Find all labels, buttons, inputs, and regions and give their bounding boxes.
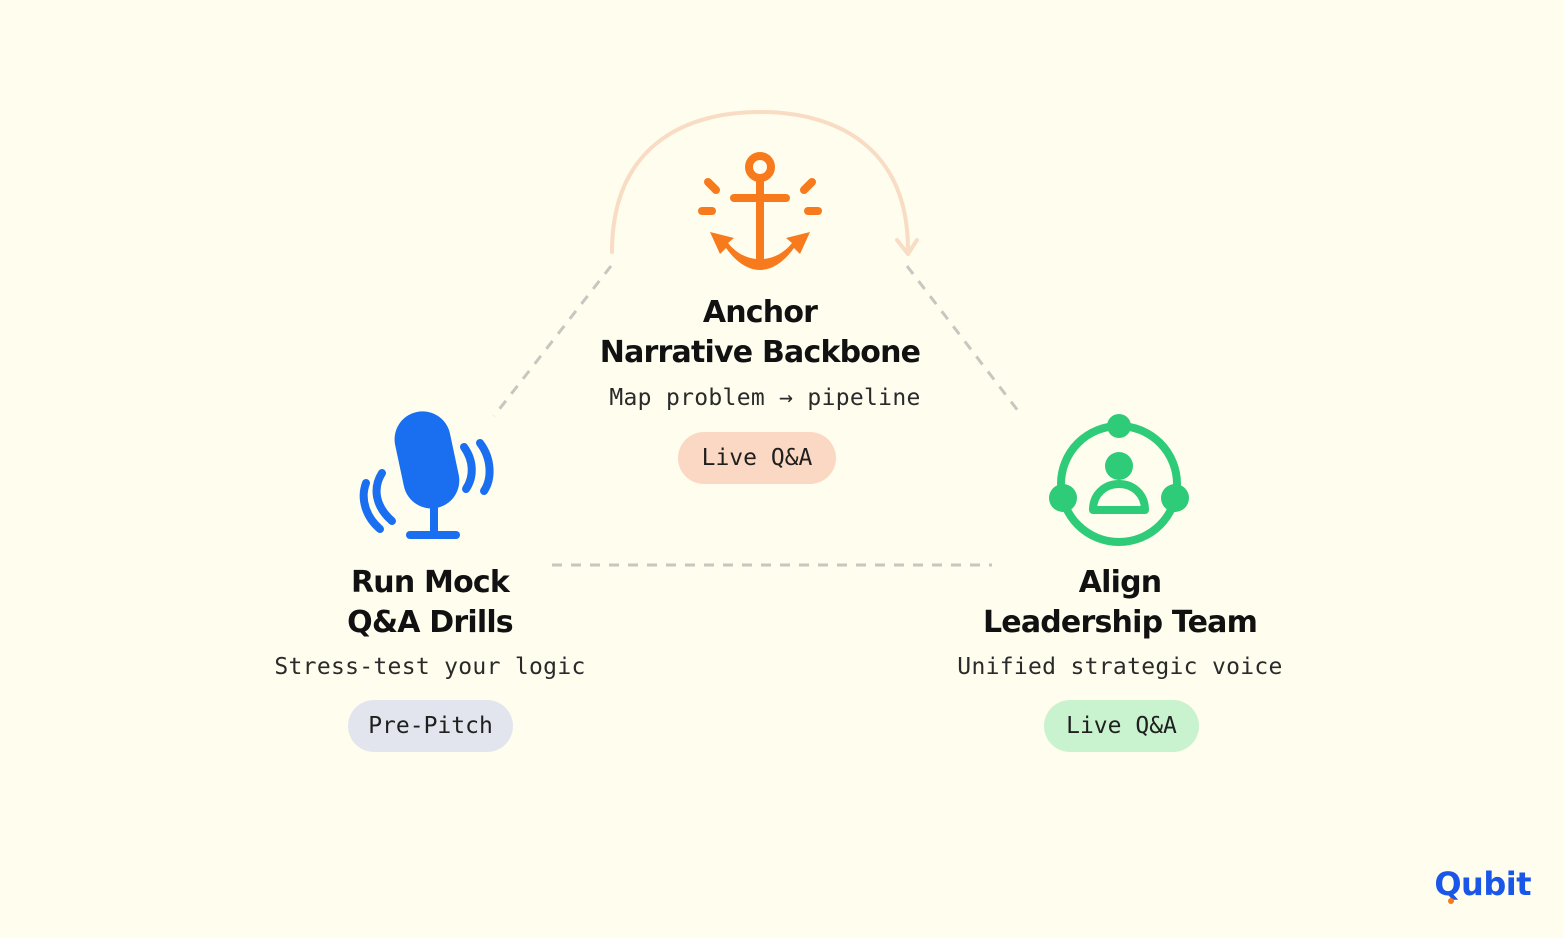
- qubit-logo: Qubit: [1434, 864, 1531, 904]
- anchor-icon: [690, 150, 830, 280]
- anchor-badge: Live Q&A: [678, 432, 836, 484]
- microphone-icon: [352, 405, 502, 545]
- mock-title: Run Mock Q&A Drills: [230, 563, 630, 643]
- align-title-line2: Leadership Team: [982, 605, 1258, 640]
- anchor-title-line1: Anchor: [702, 295, 818, 330]
- mock-badge: Pre-Pitch: [348, 700, 513, 752]
- logo-text: Qubit: [1434, 865, 1531, 903]
- logo-dot: [1448, 898, 1455, 904]
- mock-title-line2: Q&A Drills: [347, 605, 514, 640]
- align-title: Align Leadership Team: [920, 563, 1320, 643]
- align-badge: Live Q&A: [1044, 700, 1199, 752]
- connector-anchor-to-align: [905, 265, 1024, 417]
- anchor-subtitle: Map problem → pipeline: [609, 385, 921, 411]
- arc-arrowhead: [895, 238, 919, 256]
- align-subtitle: Unified strategic voice: [957, 654, 1283, 680]
- anchor-title-line2: Narrative Backbone: [599, 335, 921, 370]
- align-title-line1: Align: [1078, 565, 1162, 600]
- mock-subtitle: Stress-test your logic: [274, 654, 586, 680]
- team-network-icon: [1045, 408, 1195, 553]
- cycle-arc: [610, 109, 910, 254]
- anchor-title: Anchor Narrative Backbone: [560, 293, 960, 373]
- mock-title-line1: Run Mock: [350, 565, 510, 600]
- connector-anchor-to-mock: [492, 265, 613, 417]
